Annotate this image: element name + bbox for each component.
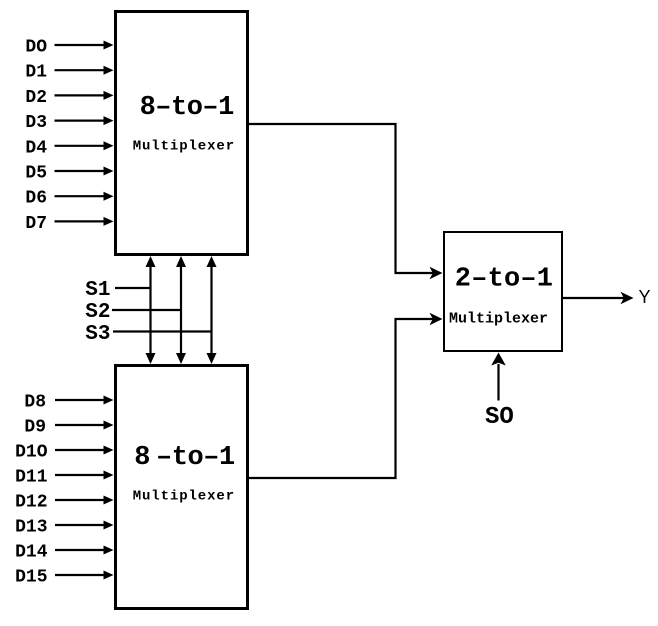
svg-text:8: 8	[134, 443, 150, 473]
svg-text:2–to–1: 2–to–1	[455, 264, 553, 294]
svg-text:Y: Y	[639, 287, 651, 307]
svg-text:Multiplexer: Multiplexer	[133, 488, 235, 504]
svg-text:D14: D14	[15, 543, 48, 563]
svg-text:D1O: D1O	[15, 443, 48, 463]
svg-text:DO: DO	[25, 38, 47, 58]
svg-text:D13: D13	[15, 518, 47, 538]
svg-text:D3: D3	[25, 113, 47, 133]
svg-text:Multiplexer: Multiplexer	[449, 311, 548, 328]
svg-text:D1: D1	[25, 63, 47, 83]
svg-text:D9: D9	[24, 418, 46, 438]
svg-text:D7: D7	[25, 214, 47, 234]
svg-text:D12: D12	[15, 493, 47, 513]
svg-text:8–to–1: 8–to–1	[140, 93, 235, 123]
svg-text:–to–1: –to–1	[156, 443, 235, 473]
svg-text:D4: D4	[25, 138, 47, 158]
svg-text:D5: D5	[25, 164, 47, 184]
svg-text:D11: D11	[15, 468, 48, 488]
svg-text:S3: S3	[85, 323, 110, 346]
svg-text:D2: D2	[25, 88, 47, 108]
svg-text:Multiplexer: Multiplexer	[133, 138, 235, 154]
svg-text:SO: SO	[485, 404, 514, 431]
svg-text:S1: S1	[85, 279, 110, 302]
svg-text:D8: D8	[24, 393, 46, 413]
svg-text:D6: D6	[25, 189, 47, 209]
svg-text:S2: S2	[85, 301, 110, 324]
svg-text:D15: D15	[15, 568, 47, 588]
